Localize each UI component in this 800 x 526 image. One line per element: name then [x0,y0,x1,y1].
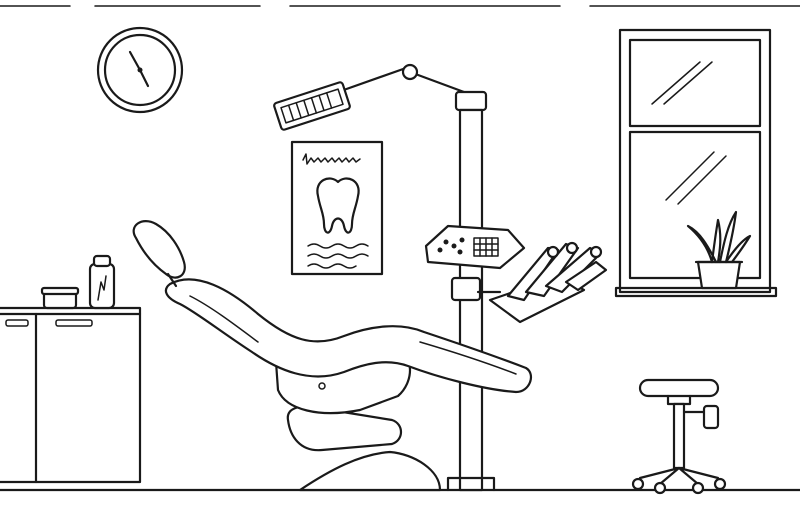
jar [40,286,80,310]
tooth-icon [316,177,360,234]
cabinet [0,306,142,484]
plant-icon [686,210,752,290]
dental-chair [132,220,533,492]
control-panel [424,224,526,270]
instrument-tray [476,241,608,324]
dental-column [446,90,496,492]
bottle [88,254,116,310]
tooth-poster [290,140,384,276]
wall-clock-icon [96,26,184,114]
dental-lamp [273,63,466,131]
dentist-stool [631,378,727,495]
window [614,28,778,298]
